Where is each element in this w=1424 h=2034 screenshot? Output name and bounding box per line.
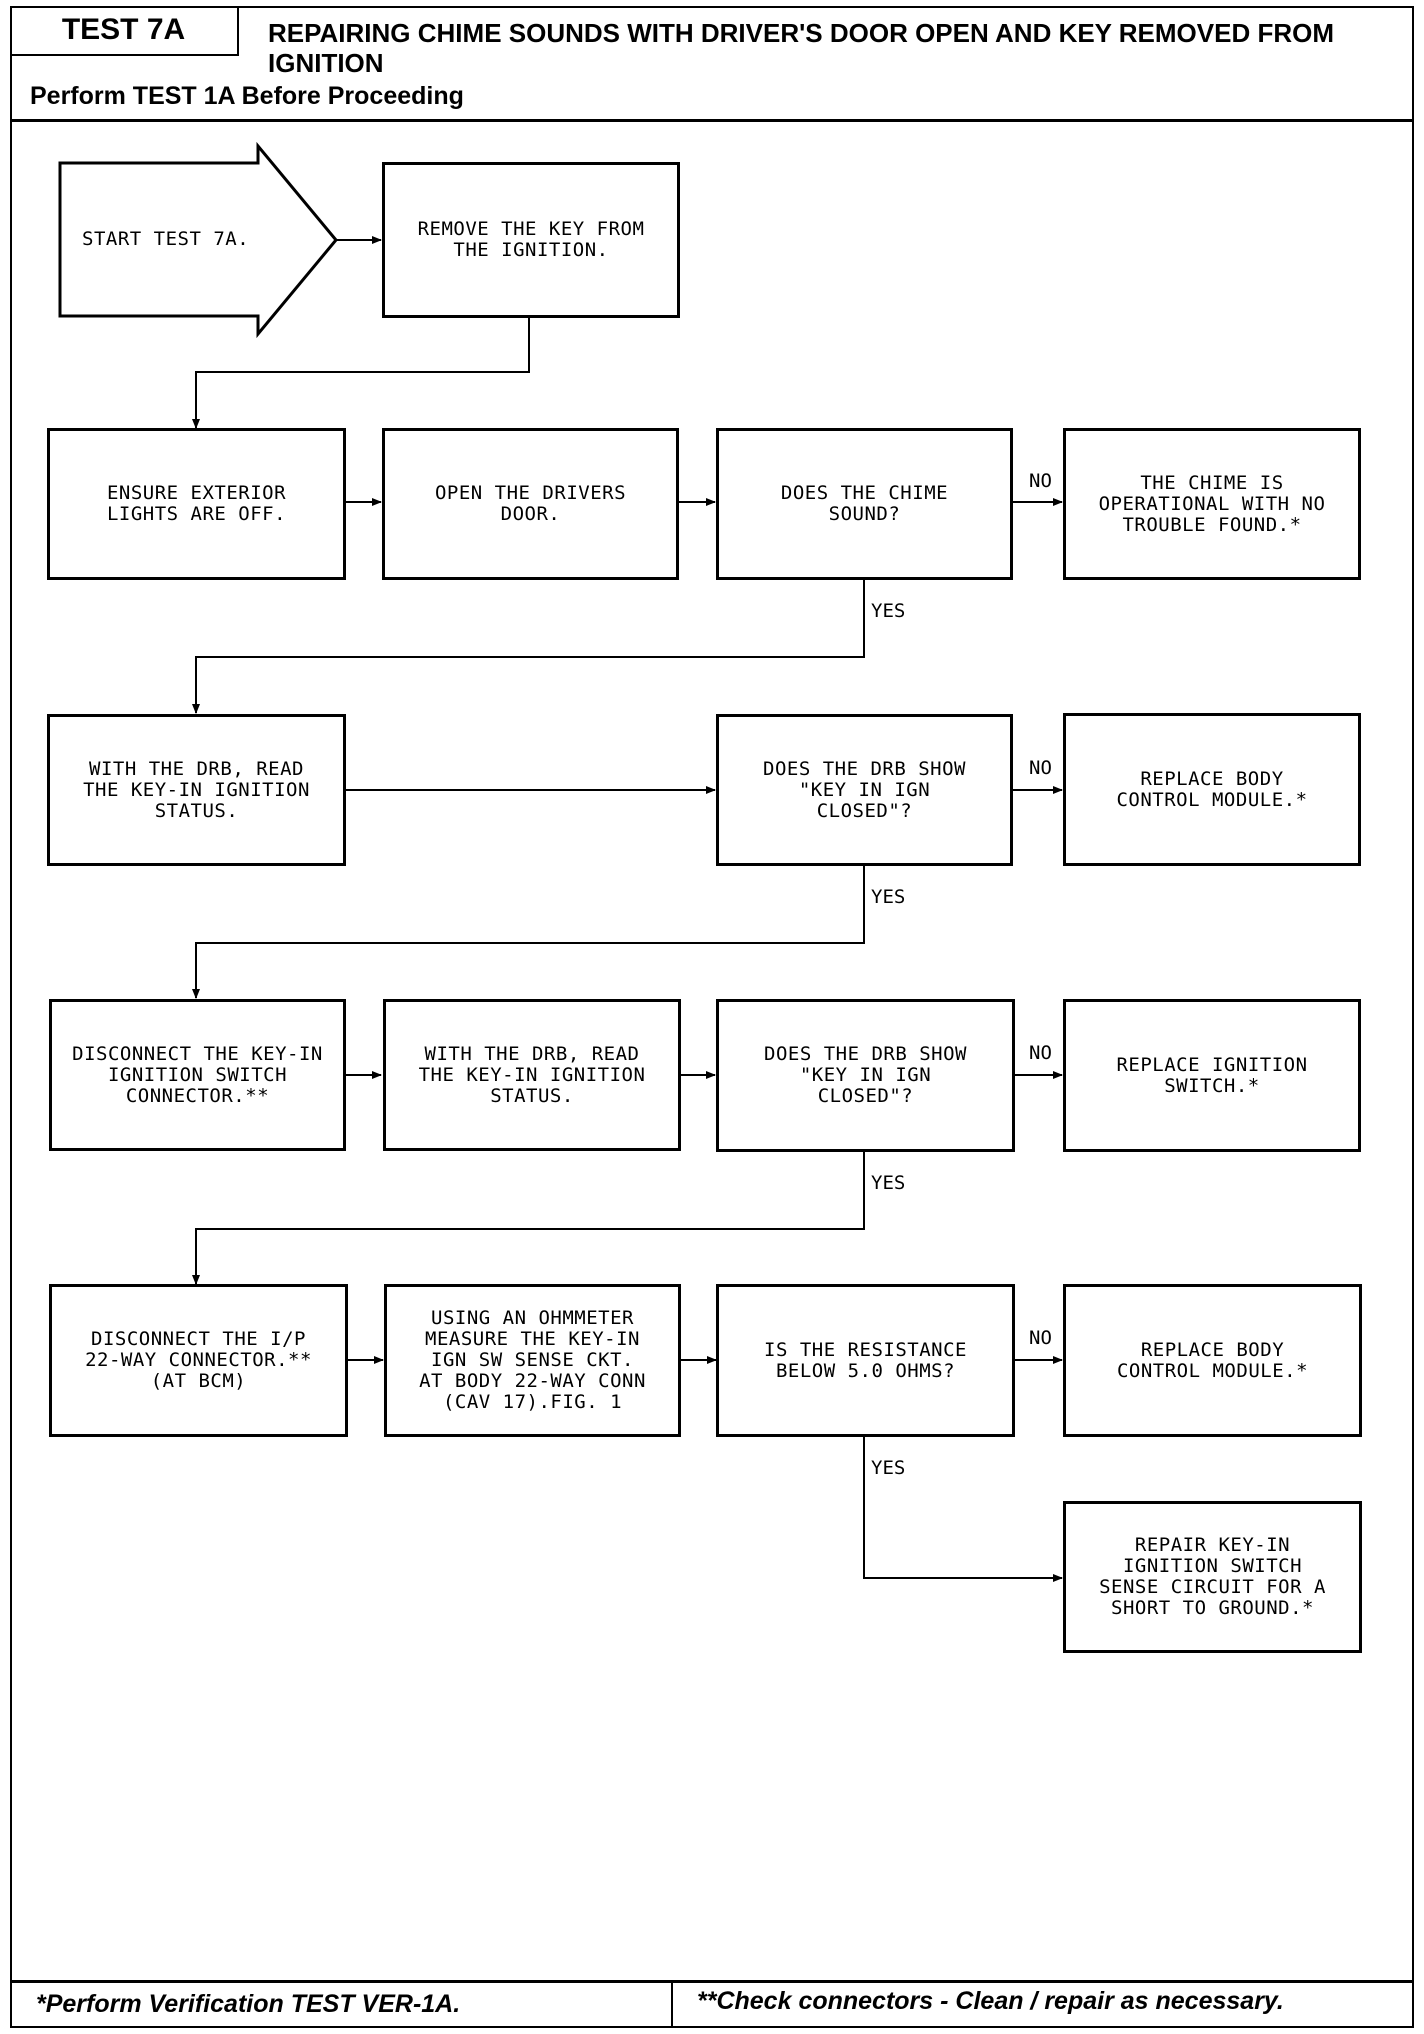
result-replace-ign-switch: REPLACE IGNITION SWITCH.*	[1063, 999, 1361, 1152]
step-disconnect-ign-text: DISCONNECT THE KEY-IN IGNITION SWITCH CO…	[72, 1042, 323, 1107]
connector-remove-to-lights	[192, 318, 530, 429]
connector-drb2-yes	[192, 1152, 865, 1285]
step-remove-key-text: REMOVE THE KEY FROM THE IGNITION.	[417, 218, 645, 261]
result-repair-short: REPAIR KEY-IN IGNITION SWITCH SENSE CIRC…	[1063, 1501, 1362, 1653]
test-title: REPAIRING CHIME SOUNDS WITH DRIVER'S DOO…	[268, 18, 1334, 78]
result-replace-bcm-2: REPLACE BODY CONTROL MODULE.*	[1063, 1284, 1362, 1437]
step-lights-off: ENSURE EXTERIOR LIGHTS ARE OFF.	[47, 428, 346, 580]
footer-column-divider	[671, 1980, 673, 2028]
step-drb-read-2: WITH THE DRB, READ THE KEY-IN IGNITION S…	[383, 999, 681, 1151]
step-drb-read-1-text: WITH THE DRB, READ THE KEY-IN IGNITION S…	[83, 757, 310, 822]
test-id: TEST 7A	[10, 6, 239, 56]
label-no-chime: NO	[1029, 470, 1052, 492]
footnote-connectors: **Check connectors - Clean / repair as n…	[697, 1987, 1284, 2015]
label-yes-drb-1: YES	[871, 886, 906, 908]
question-drb-1-text: DOES THE DRB SHOW "KEY IN IGN CLOSED"?	[763, 757, 966, 822]
connector-res-yes	[863, 1437, 1063, 1582]
question-chime: DOES THE CHIME SOUND?	[716, 428, 1013, 580]
step-open-door-text: OPEN THE DRIVERS DOOR.	[434, 482, 627, 525]
footnote-verification: *Perform Verification TEST VER-1A.	[36, 1990, 461, 2018]
step-ohmmeter-text: USING AN OHMMETER MEASURE THE KEY-IN IGN…	[419, 1307, 646, 1413]
header-divider	[10, 119, 1414, 122]
label-yes-drb-2: YES	[871, 1172, 906, 1194]
step-drb-read-1: WITH THE DRB, READ THE KEY-IN IGNITION S…	[47, 714, 346, 866]
step-remove-key: REMOVE THE KEY FROM THE IGNITION.	[382, 162, 680, 318]
step-lights-off-text: ENSURE EXTERIOR LIGHTS ARE OFF.	[106, 482, 287, 525]
label-no-drb-2: NO	[1029, 1042, 1052, 1064]
start-arrow-shape	[58, 141, 338, 339]
step-ohmmeter: USING AN OHMMETER MEASURE THE KEY-IN IGN…	[384, 1284, 681, 1437]
step-disconnect-ip-text: DISCONNECT THE I/P 22-WAY CONNECTOR.** (…	[85, 1328, 312, 1392]
question-drb-2-text: DOES THE DRB SHOW "KEY IN IGN CLOSED"?	[764, 1043, 967, 1107]
result-replace-bcm-2-text: REPLACE BODY CONTROL MODULE.*	[1116, 1338, 1309, 1382]
start-test-label: START TEST 7A.	[82, 228, 250, 250]
step-open-door: OPEN THE DRIVERS DOOR.	[382, 428, 679, 580]
connector-drb1-yes	[192, 866, 865, 999]
result-replace-bcm-1-text: REPLACE BODY CONTROL MODULE.*	[1116, 767, 1308, 811]
step-disconnect-ign: DISCONNECT THE KEY-IN IGNITION SWITCH CO…	[49, 999, 346, 1151]
step-drb-read-2-text: WITH THE DRB, READ THE KEY-IN IGNITION S…	[418, 1042, 646, 1107]
result-no-trouble-text: THE CHIME IS OPERATIONAL WITH NO TROUBLE…	[1098, 471, 1326, 536]
question-drb-2: DOES THE DRB SHOW "KEY IN IGN CLOSED"?	[716, 999, 1015, 1152]
connector-chime-yes	[192, 580, 865, 714]
result-repair-short-text: REPAIR KEY-IN IGNITION SWITCH SENSE CIRC…	[1099, 1534, 1326, 1619]
question-chime-text: DOES THE CHIME SOUND?	[780, 482, 949, 525]
question-resistance: IS THE RESISTANCE BELOW 5.0 OHMS?	[716, 1284, 1015, 1437]
step-disconnect-ip: DISCONNECT THE I/P 22-WAY CONNECTOR.** (…	[49, 1284, 348, 1437]
test-prerequisite: Perform TEST 1A Before Proceeding	[30, 82, 464, 110]
label-yes-resistance: YES	[871, 1457, 906, 1479]
result-no-trouble: THE CHIME IS OPERATIONAL WITH NO TROUBLE…	[1063, 428, 1361, 580]
question-resistance-text: IS THE RESISTANCE BELOW 5.0 OHMS?	[764, 1338, 967, 1382]
result-replace-ign-switch-text: REPLACE IGNITION SWITCH.*	[1116, 1053, 1308, 1097]
result-replace-bcm-1: REPLACE BODY CONTROL MODULE.*	[1063, 713, 1361, 866]
question-drb-1: DOES THE DRB SHOW "KEY IN IGN CLOSED"?	[716, 714, 1013, 866]
page-frame	[10, 6, 1414, 2028]
footer-divider	[10, 1980, 1414, 1983]
label-no-drb-1: NO	[1029, 757, 1052, 779]
label-yes-chime: YES	[871, 600, 906, 622]
label-no-resistance: NO	[1029, 1327, 1052, 1349]
